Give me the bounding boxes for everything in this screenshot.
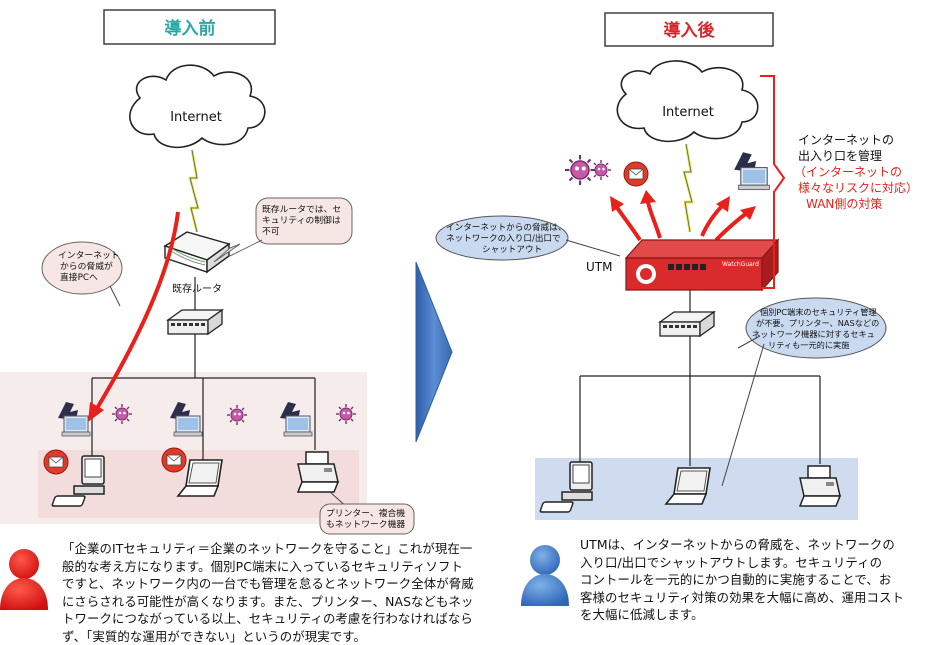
router-callout: 既存ルータでは、セ キュリティの制御は 不可 bbox=[213, 197, 353, 263]
utm-appliance-icon: WatchGuard bbox=[624, 238, 780, 292]
printer-callout: プリンター、複合機 もネットワーク機器 bbox=[319, 491, 415, 535]
utm-label: UTM bbox=[586, 260, 612, 274]
before-lan-lines bbox=[91, 377, 316, 460]
before-caption: 「企業のITセキュリティ＝企業のネットワークを守ること」これが現在一 般的な考え… bbox=[62, 540, 514, 645]
before-switch-hub-icon bbox=[167, 309, 223, 335]
after-caption-line-2: 入り口/出口でシャットアウトします。セキュリティの bbox=[580, 554, 883, 570]
before-virus-icon-3 bbox=[335, 403, 357, 425]
before-virus-icon-2 bbox=[226, 404, 248, 426]
before-title: 導入前 bbox=[165, 18, 216, 39]
router-callout-line-1: 既存ルータでは、セ bbox=[262, 203, 341, 215]
internal-callout-line-1: 個別PC端末のセキュリティ管理 bbox=[760, 307, 877, 317]
printer-callout-line-2: もネットワーク機器 bbox=[326, 518, 405, 530]
before-mail-threat-icon-2 bbox=[161, 447, 187, 473]
router-callout-line-2: キュリティの制御は bbox=[262, 214, 341, 226]
router-callout-line-3: 不可 bbox=[262, 226, 280, 237]
after-hacker-icon bbox=[733, 151, 770, 191]
threat-callout-line-2: からの脅威が bbox=[60, 260, 113, 272]
internal-callout-line-2: が不要。プリンター、NASなどの bbox=[756, 318, 879, 328]
right-note-red-3: WAN側の対策 bbox=[806, 197, 883, 211]
gateway-callout: インターネットからの脅威は、 ネットワークの入り口/出口で シャットアウト bbox=[435, 215, 621, 261]
internal-callout: 個別PC端末のセキュリティ管理 が不要。プリンター、NASなどの ネットワーク機… bbox=[721, 297, 887, 487]
internal-callout-line-3: ネットワーク機器に対するセキュ bbox=[752, 329, 875, 339]
after-caption: UTMは、インターネットからの脅威を、ネットワークの 入り口/出口でシャットアウ… bbox=[580, 536, 932, 624]
before-virus-icon-1 bbox=[111, 403, 133, 425]
printer-callout-line-1: プリンター、複合機 bbox=[326, 507, 405, 519]
before-cloud-label: Internet bbox=[170, 110, 222, 125]
before-heading: 導入前 bbox=[103, 9, 276, 45]
gateway-callout-line-1: インターネットからの脅威は、 bbox=[446, 221, 566, 233]
after-virus-icon-1 bbox=[563, 153, 597, 187]
before-caption-line-2: 般的な考え方になります。個別PC端末に入っているセキュリティソフト bbox=[62, 558, 463, 574]
right-note-black-1: インターネットの bbox=[798, 133, 895, 147]
after-cloud-label: Internet bbox=[662, 105, 714, 120]
after-virus-icon-2 bbox=[590, 159, 612, 181]
after-mail-threat-icon bbox=[623, 161, 649, 187]
after-title: 導入後 bbox=[664, 20, 716, 41]
router-label: 既存ルータ bbox=[172, 282, 222, 295]
before-caption-line-4: にさらされる可能性が高くなります。また、プリンター、NASなどもネッ bbox=[62, 593, 474, 609]
after-caption-line-1: UTMは、インターネットからの脅威を、ネットワークの bbox=[580, 537, 895, 552]
transition-arrow-icon bbox=[415, 261, 453, 443]
before-person-icon bbox=[0, 549, 48, 610]
svg-text:インターネット からの脅威が 直接P: インターネット からの脅威が 直接PCへ bbox=[58, 250, 122, 283]
after-lan-lines bbox=[579, 375, 821, 466]
gateway-callout-line-3: シャットアウト bbox=[482, 244, 542, 255]
before-cloud-icon: Internet bbox=[129, 64, 266, 149]
right-note: インターネットの 出入り口を管理 （インターネットの 様々なリスクに対応） WA… bbox=[794, 132, 918, 212]
after-heading: 導入後 bbox=[604, 12, 774, 47]
before-caption-line-3: ですと、ネットワーク内の一台でも管理を怠るとネットワーク全体が脅威 bbox=[62, 576, 474, 591]
threat-callout-line-1: インターネット bbox=[58, 250, 120, 261]
before-threat-arrow bbox=[94, 211, 180, 412]
svg-text:個別PC端末のセキュリティ管理 が不要。プリンタ: 個別PC端末のセキュリティ管理 が不要。プリンター、NASなどの ネットワーク機… bbox=[752, 307, 882, 350]
right-note-red-1: （インターネットの bbox=[794, 165, 903, 179]
utm-brand: WatchGuard bbox=[722, 261, 759, 268]
after-cloud-icon: Internet bbox=[616, 60, 759, 143]
after-person-icon bbox=[521, 545, 569, 606]
before-caption-line-6: ず、「実質的な運用ができない」というのが現実です。 bbox=[62, 628, 366, 644]
threat-callout-line-3: 直接PCへ bbox=[60, 271, 98, 283]
internal-callout-line-4: リティも一元的に実施 bbox=[768, 340, 849, 350]
right-bracket bbox=[760, 75, 786, 289]
after-caption-line-3: コントールを一元的にかつ自動的に実施することで、お bbox=[580, 572, 892, 587]
gateway-callout-line-2: ネットワークの入り口/出口で bbox=[446, 232, 561, 244]
before-caption-line-5: トワークにつながっている以上、セキュリティの考慮を行わなければなら bbox=[62, 611, 473, 626]
svg-text:プリンター、複合機 もネットワーク機器: プリンター、複合機 もネットワーク機器 bbox=[326, 507, 408, 530]
after-caption-line-5: を大幅に低減します。 bbox=[580, 607, 704, 622]
before-mail-threat-icon-1 bbox=[43, 449, 69, 475]
after-switch-hub-icon bbox=[659, 311, 715, 337]
router-icon bbox=[163, 231, 231, 274]
svg-text:インターネットからの脅威は、 ネットワークの入り: インターネットからの脅威は、 ネットワークの入り口/出口で シャットアウト bbox=[446, 221, 569, 255]
before-caption-line-1: 「企業のITセキュリティ＝企業のネットワークを守ること」これが現在一 bbox=[62, 541, 473, 556]
svg-text:既存ルータでは、セ キュリティの制御は: 既存ルータでは、セ キュリティの制御は 不可 bbox=[262, 203, 344, 237]
right-note-red-2: 様々なリスクに対応） bbox=[798, 181, 919, 195]
right-note-black-2: 出入り口を管理 bbox=[798, 149, 883, 163]
threat-callout: インターネット からの脅威が 直接PCへ bbox=[41, 241, 123, 307]
after-caption-line-4: 客様のセキュリティ対策の効果を大幅に高め、運用コスト bbox=[580, 589, 905, 605]
